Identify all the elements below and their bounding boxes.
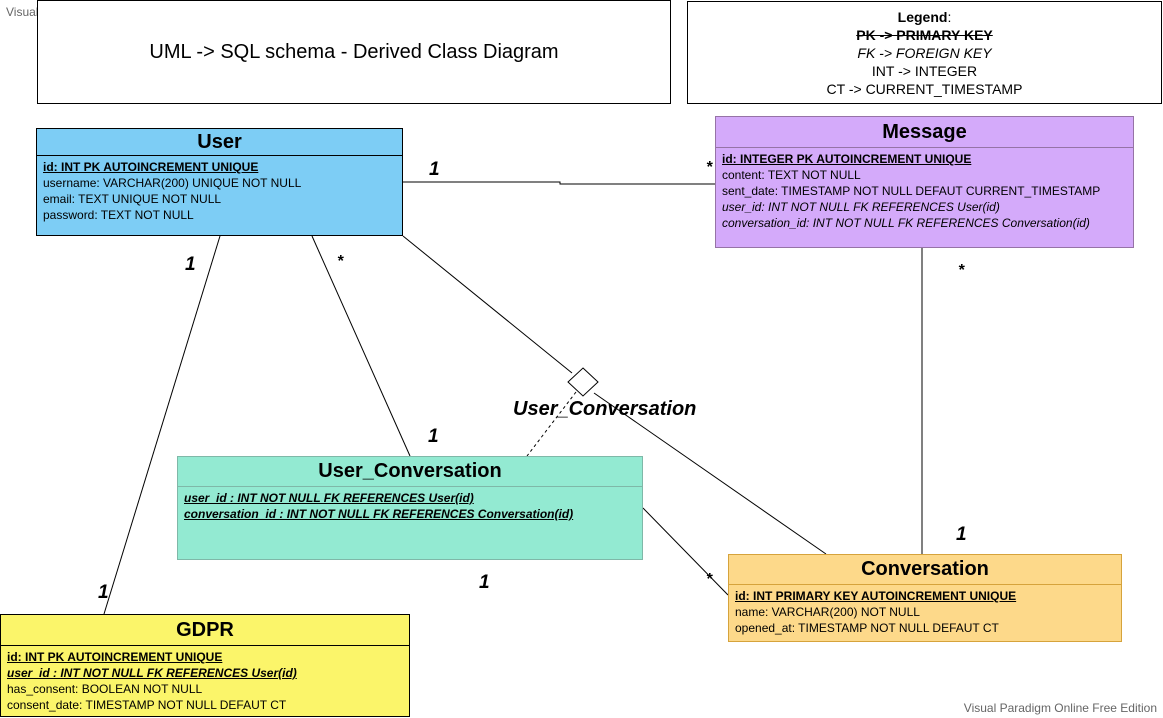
- class-conversation-attributes: id: INT PRIMARY KEY AUTOINCREMENT UNIQUE…: [729, 584, 1121, 638]
- association-class-label: User_Conversation: [513, 398, 697, 420]
- message-attr-id: id: INTEGER PK AUTOINCREMENT UNIQUE: [722, 152, 972, 166]
- class-user-conversation-attributes: user_id : INT NOT NULL FK REFERENCES Use…: [178, 486, 642, 524]
- mult-message-conv-conv: 1: [956, 524, 967, 545]
- class-user-attributes: id: INT PK AUTOINCREMENT UNIQUE username…: [37, 155, 402, 225]
- legend-box: Legend: PK -> PRIMARY KEY FK -> FOREIGN …: [687, 1, 1162, 104]
- legend-ct: CT -> CURRENT_TIMESTAMP: [826, 81, 1023, 97]
- diagram-title-box: UML -> SQL schema - Derived Class Diagra…: [37, 0, 671, 104]
- class-user-conversation-name: User_Conversation: [318, 460, 502, 482]
- class-message[interactable]: Message id: INTEGER PK AUTOINCREMENT UNI…: [715, 116, 1134, 248]
- user-attr-id: id: INT PK AUTOINCREMENT UNIQUE: [43, 160, 259, 174]
- mult-user-message-user: 1: [429, 159, 440, 180]
- mult-message-conv-message: *: [958, 262, 965, 279]
- conversation-attr-id: id: INT PRIMARY KEY AUTOINCREMENT UNIQUE: [735, 589, 1017, 603]
- class-user-conversation[interactable]: User_Conversation user_id : INT NOT NULL…: [177, 456, 643, 560]
- user-attr-password: password: TEXT NOT NULL: [43, 208, 194, 222]
- gdpr-attr-consent-date: consent_date: TIMESTAMP NOT NULL DEFAUT …: [7, 698, 287, 712]
- user-userconversation-association: [311, 235, 411, 457]
- class-conversation[interactable]: Conversation id: INT PRIMARY KEY AUTOINC…: [728, 554, 1122, 642]
- class-gdpr[interactable]: GDPR id: INT PK AUTOINCREMENT UNIQUE use…: [0, 614, 410, 717]
- user-gdpr-association: [103, 235, 221, 615]
- association-class-dashed-link: [526, 391, 577, 457]
- mult-uc-conv-conv: *: [706, 571, 713, 588]
- conversation-attr-name: name: VARCHAR(200) NOT NULL: [735, 605, 920, 619]
- conversation-attr-opened-at: opened_at: TIMESTAMP NOT NULL DEFAUT CT: [735, 621, 999, 635]
- diamond-conversation-line: [593, 392, 827, 555]
- user-message-association: [403, 181, 715, 185]
- uc-attr-conversation-id: conversation_id : INT NOT NULL FK REFERE…: [184, 507, 574, 521]
- user-attr-username: username: VARCHAR(200) UNIQUE NOT NULL: [43, 176, 302, 190]
- message-attr-conversation-id: conversation_id: INT NOT NULL FK REFEREN…: [722, 216, 1090, 230]
- watermark-bottom: Visual Paradigm Online Free Edition: [963, 701, 1157, 715]
- mult-uc-conv-uc: 1: [479, 572, 490, 593]
- association-diamond: [567, 367, 599, 397]
- class-gdpr-name: GDPR: [176, 619, 234, 641]
- mult-user-message-message: *: [706, 159, 713, 176]
- class-user-name: User: [197, 131, 242, 153]
- gdpr-attr-has-consent: has_consent: BOOLEAN NOT NULL: [7, 682, 203, 696]
- mult-user-gdpr-gdpr: 1: [98, 582, 109, 603]
- legend-fk: FK -> FOREIGN KEY: [857, 45, 992, 61]
- class-user[interactable]: User id: INT PK AUTOINCREMENT UNIQUE use…: [36, 128, 403, 236]
- mult-user-uc-user: *: [337, 253, 344, 270]
- message-attr-user-id: user_id: INT NOT NULL FK REFERENCES User…: [722, 200, 1000, 214]
- class-message-name: Message: [882, 121, 967, 143]
- gdpr-attr-user-id: user_id : INT NOT NULL FK REFERENCES Use…: [7, 666, 297, 680]
- uc-attr-user-id: user_id : INT NOT NULL FK REFERENCES Use…: [184, 491, 474, 505]
- message-attr-content: content: TEXT NOT NULL: [722, 168, 861, 182]
- legend-heading: Legend:: [897, 9, 952, 25]
- diagram-title: UML -> SQL schema - Derived Class Diagra…: [149, 40, 559, 63]
- legend-int: INT -> INTEGER: [871, 63, 978, 79]
- user-attr-email: email: TEXT UNIQUE NOT NULL: [43, 192, 222, 206]
- legend-pk: PK -> PRIMARY KEY: [856, 27, 993, 43]
- message-attr-sent-date: sent_date: TIMESTAMP NOT NULL DEFAUT CUR…: [722, 184, 1101, 198]
- class-gdpr-attributes: id: INT PK AUTOINCREMENT UNIQUE user_id …: [1, 645, 409, 715]
- class-conversation-name: Conversation: [861, 558, 989, 580]
- mult-user-gdpr-user: 1: [185, 254, 196, 275]
- gdpr-attr-id: id: INT PK AUTOINCREMENT UNIQUE: [7, 650, 223, 664]
- class-message-attributes: id: INTEGER PK AUTOINCREMENT UNIQUE cont…: [716, 147, 1133, 233]
- mult-user-uc-uc: 1: [428, 426, 439, 447]
- user-diamond-line: [402, 235, 573, 374]
- userconversation-conversation-association: [642, 507, 729, 596]
